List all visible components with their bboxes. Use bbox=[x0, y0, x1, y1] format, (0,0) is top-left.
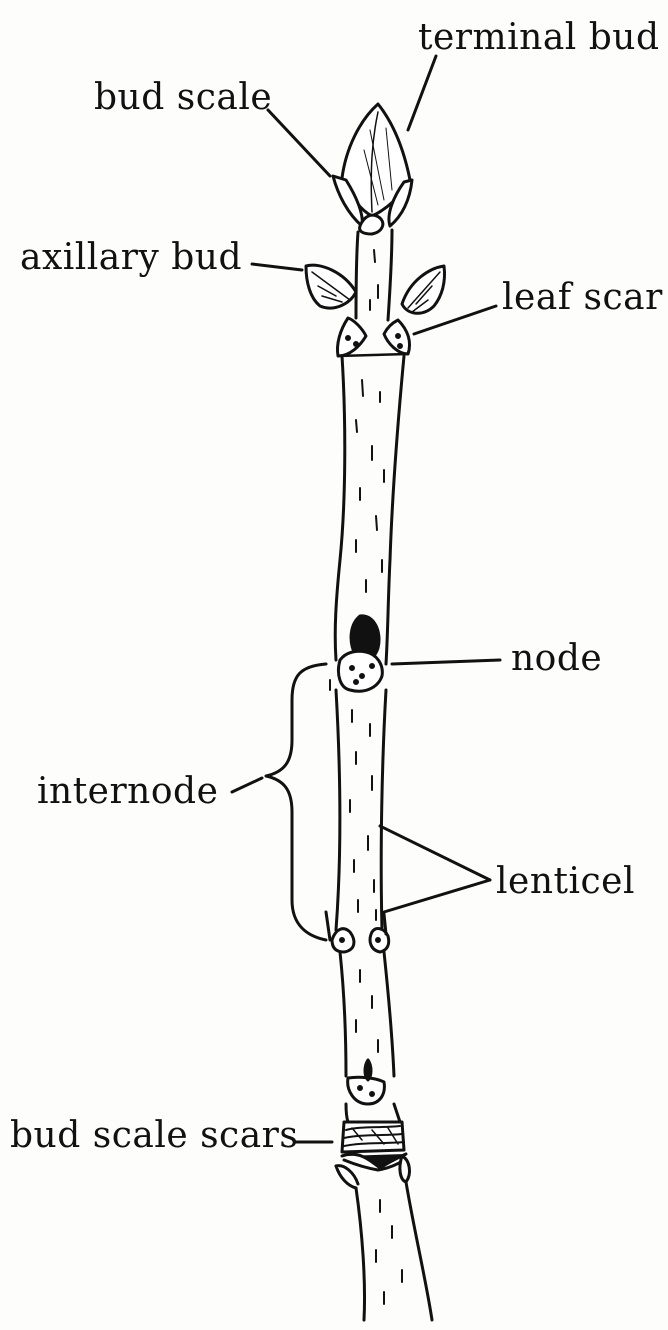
basal-stem bbox=[340, 952, 400, 1122]
lenticel-leader-lower bbox=[384, 880, 490, 912]
label-bud-scale: bud scale bbox=[94, 80, 272, 116]
stem-base bbox=[336, 1156, 432, 1320]
internode-brace bbox=[266, 664, 326, 940]
label-bud-scale-scars: bud scale scars bbox=[10, 1118, 298, 1154]
axillary-bud-right bbox=[402, 266, 445, 313]
label-node: node bbox=[511, 641, 602, 677]
middle-node bbox=[338, 616, 382, 691]
label-leaf-scar: leaf scar bbox=[502, 280, 663, 316]
node-leader bbox=[392, 660, 500, 664]
axillary-bud-leader bbox=[252, 264, 302, 270]
upper-stem bbox=[356, 230, 392, 320]
lenticel-leader-upper bbox=[380, 826, 490, 880]
terminal-bud-leader bbox=[408, 56, 436, 130]
terminal-bud-shape bbox=[333, 104, 412, 234]
label-terminal-bud: terminal bud bbox=[418, 20, 660, 56]
lower-internode bbox=[330, 680, 386, 930]
bud-scale-leader bbox=[268, 110, 330, 176]
label-lenticel: lenticel bbox=[496, 864, 635, 900]
axillary-bud-left bbox=[306, 265, 356, 308]
internode-leader bbox=[232, 778, 262, 792]
label-axillary-bud: axillary bud bbox=[20, 240, 242, 276]
label-internode: internode bbox=[37, 774, 218, 810]
bud-scale-scars bbox=[342, 1122, 406, 1170]
upper-node bbox=[337, 318, 409, 356]
